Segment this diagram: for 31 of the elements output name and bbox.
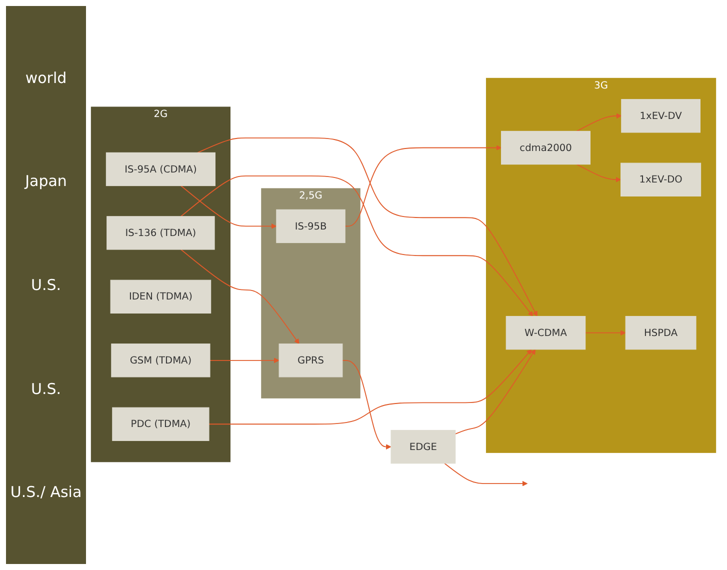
node-box: W-CDMA [506,316,586,350]
arrow [342,360,392,450]
node-box: PDC (TDMA) [112,406,210,441]
arrow [208,348,532,424]
node-box: IS-95A (CDMA) [106,152,216,186]
arrow [444,462,528,486]
arrow [180,184,277,229]
node-box: IS-95B [276,209,346,243]
node-box: GPRS [278,343,343,377]
arrow [210,357,280,363]
row-label: world [24,68,68,87]
row-label: U.S. [30,276,62,294]
arrow [454,348,536,434]
node-box: HSPDA [625,316,696,350]
node-box: IDEN (TDMA) [110,279,212,314]
arrow [180,175,534,316]
node-box: cdma2000 [500,130,590,164]
arrow [576,164,622,182]
node-box: GSM (TDMA) [111,343,210,377]
arrow [584,330,626,336]
arrow [576,112,622,132]
row-label: U.S. [30,380,62,398]
arrow [344,144,502,226]
row-label: Japan [23,172,68,190]
node-box: IS-136 (TDMA) [106,216,215,250]
arrow [197,137,538,316]
arrow [180,248,300,344]
node-box: 1xEV-DV [621,98,700,132]
row-label: U.S./ Asia [9,483,83,502]
node-box: 1xEV-DO [620,162,702,196]
node-box: EDGE [390,430,456,464]
